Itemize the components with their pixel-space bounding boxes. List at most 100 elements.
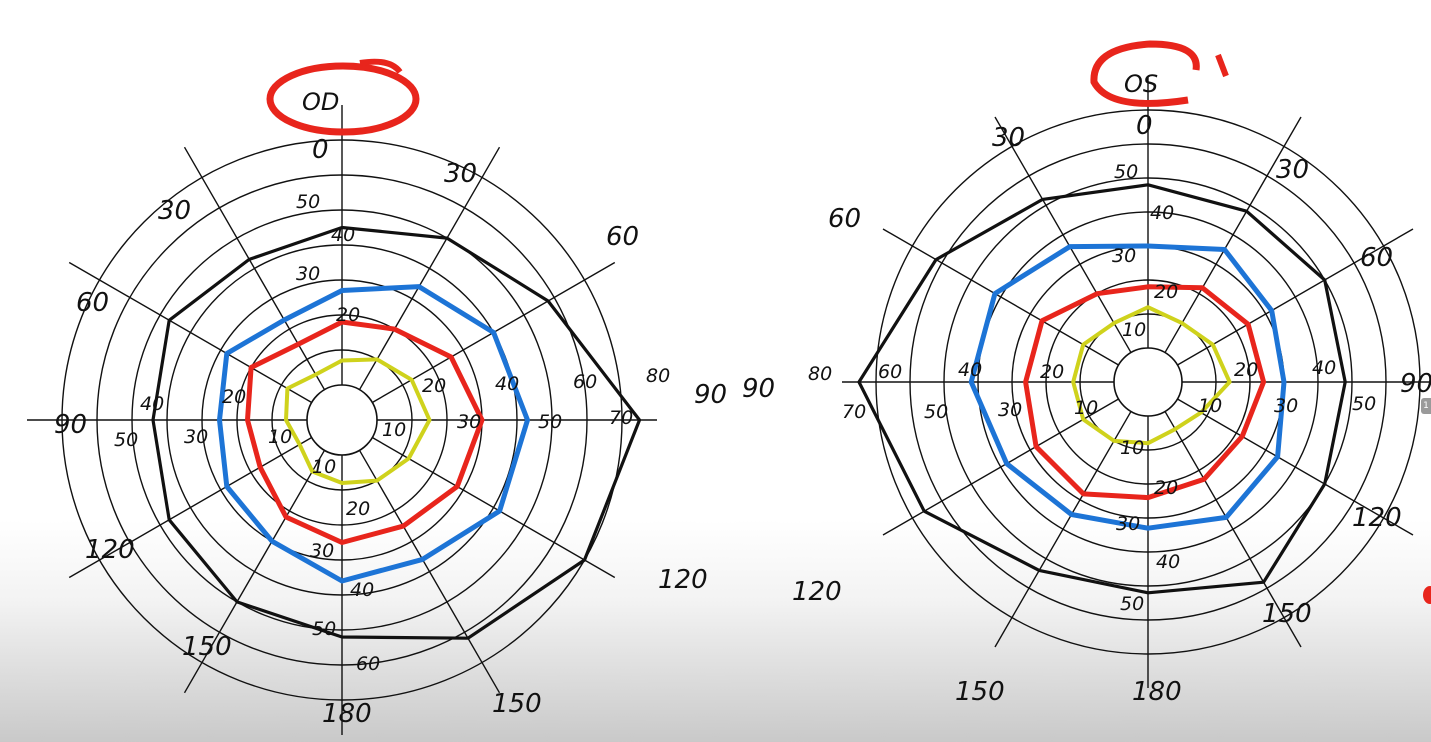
os-red-isopter: [1023, 284, 1267, 501]
os-dir-right-90: 90: [1400, 369, 1431, 399]
od-ring-right-70: 70: [609, 407, 633, 429]
red-dot-marker: [1423, 586, 1431, 604]
od-dir-left-90: 90: [54, 410, 87, 440]
os-meridian-330: [994, 116, 1132, 353]
od-ring-left-20: 20: [222, 386, 246, 408]
od-ring-top-40: 40: [331, 224, 355, 246]
od-eye-annotation: OD: [266, 58, 420, 136]
os-dir-0: 0: [1136, 111, 1153, 141]
od-dir-180: 180: [322, 699, 372, 729]
os-dir-right-30: 30: [1276, 155, 1309, 185]
os-ring-bottom-50: 50: [1120, 593, 1144, 615]
os-ring-left-50: 50: [924, 401, 948, 423]
os-ring-left-70: 70: [842, 401, 866, 423]
os-ring-right-10: 10: [1198, 395, 1222, 417]
os-visual-field-chart: OS 0 30 60 90 120 150 30 60 90 120 150 1…: [742, 40, 1431, 707]
os-meridian-300: [882, 228, 1119, 366]
od-ring-top-50: 50: [296, 191, 320, 213]
od-ring-bottom-50: 50: [312, 618, 336, 640]
od-ring-top-30: 30: [296, 263, 320, 285]
os-ring-10: [1113, 347, 1183, 417]
os-ring-left-80: 80: [808, 363, 832, 385]
od-dir-right-30: 30: [444, 159, 477, 189]
od-dir-right-120: 120: [658, 565, 708, 595]
os-ring-right-50: 50: [1352, 393, 1376, 415]
os-yellow-isopter: [1071, 305, 1232, 446]
od-meridian-300: [68, 261, 313, 404]
os-meridian-120: [1177, 398, 1414, 536]
od-eye-label: OD: [302, 88, 339, 116]
od-ring-top-20: 20: [336, 304, 360, 326]
os-ring-top-10: 10: [1122, 319, 1146, 341]
os-ring-left-10: 10: [1074, 397, 1098, 419]
od-ring-right-10: 10: [382, 419, 406, 441]
od-ring-10: [306, 384, 378, 456]
os-meridian-240: [882, 398, 1119, 536]
od-ring-right-30: 30: [457, 411, 481, 433]
os-ring-bottom-10: 10: [1120, 437, 1144, 459]
os-ring-left-20: 20: [1040, 361, 1064, 383]
os-ring-bottom-20: 20: [1154, 477, 1178, 499]
od-meridian-210: [183, 449, 326, 694]
od-red-circle-tail: [359, 58, 403, 74]
od-ring-right-80: 80: [646, 365, 670, 387]
od-red-isopter: [245, 319, 485, 545]
od-ring-right-40: 40: [495, 373, 519, 395]
os-isopters: [857, 183, 1347, 595]
os-meridian-210: [994, 411, 1132, 648]
edge-badge: 1: [1421, 398, 1431, 414]
os-ring-right-40: 40: [1312, 357, 1336, 379]
os-meridian-60: [1177, 228, 1414, 366]
os-ring-right-20: 20: [1234, 359, 1258, 381]
od-ring-bottom-40: 40: [350, 579, 374, 601]
os-dir-left-90: 90: [742, 374, 775, 404]
os-meridian-30: [1164, 116, 1302, 353]
od-meridian-30: [358, 146, 501, 391]
od-visual-field-chart: OD 0 30 60 90 120 150 30 60 90 120 150 1…: [27, 58, 727, 735]
os-ring-right-30: 30: [1274, 395, 1298, 417]
od-ring-bottom-30: 30: [310, 540, 334, 562]
os-ring-bottom-40: 40: [1156, 551, 1180, 573]
od-ring-bottom-60: 60: [356, 653, 380, 675]
os-ring-left-60: 60: [878, 361, 902, 383]
od-dir-left-120: 120: [85, 535, 135, 565]
od-ring-right-20: 20: [422, 375, 446, 397]
os-meridian-150: [1164, 411, 1302, 648]
od-ring-bottom-10: 10: [312, 456, 336, 478]
od-meridian-240: [68, 436, 313, 579]
od-ring-left-10: 10: [268, 426, 292, 448]
od-meridian-150: [358, 449, 501, 694]
od-ring-right-60: 60: [573, 371, 597, 393]
od-meridian-120: [371, 436, 616, 579]
od-dir-left-60: 60: [76, 288, 109, 318]
os-dir-right-60: 60: [1360, 243, 1393, 273]
os-eye-annotation: OS: [1090, 40, 1229, 107]
od-ring-right-50: 50: [538, 411, 562, 433]
os-ring-top-40: 40: [1150, 202, 1174, 224]
os-eye-label: OS: [1124, 70, 1158, 98]
os-ring-bottom-30: 30: [1116, 513, 1140, 535]
os-ring-left-30: 30: [998, 399, 1022, 421]
os-blue-isopter: [968, 243, 1287, 531]
od-isopters: [151, 225, 642, 640]
od-dir-right-90: 90: [694, 380, 727, 410]
os-ring-top-20: 20: [1154, 281, 1178, 303]
od-ring-bottom-20: 20: [346, 498, 370, 520]
os-black-isopter: [857, 183, 1347, 595]
od-dir-left-30: 30: [158, 196, 191, 226]
od-grid: [27, 105, 657, 735]
od-dir-right-60: 60: [606, 222, 639, 252]
od-ring-left-30: 30: [184, 426, 208, 448]
od-meridian-330: [183, 146, 326, 391]
os-ring-left-40: 40: [958, 359, 982, 381]
os-dir-left-120: 120: [792, 577, 842, 607]
od-ring-left-50: 50: [114, 429, 138, 451]
od-yellow-isopter: [284, 357, 432, 485]
os-dir-right-120: 120: [1352, 503, 1402, 533]
od-blue-isopter: [217, 284, 530, 584]
os-ring-top-30: 30: [1112, 245, 1136, 267]
os-dir-left-150: 150: [955, 677, 1005, 707]
os-ring-top-50: 50: [1114, 161, 1138, 183]
os-dir-right-150: 150: [1262, 599, 1312, 629]
